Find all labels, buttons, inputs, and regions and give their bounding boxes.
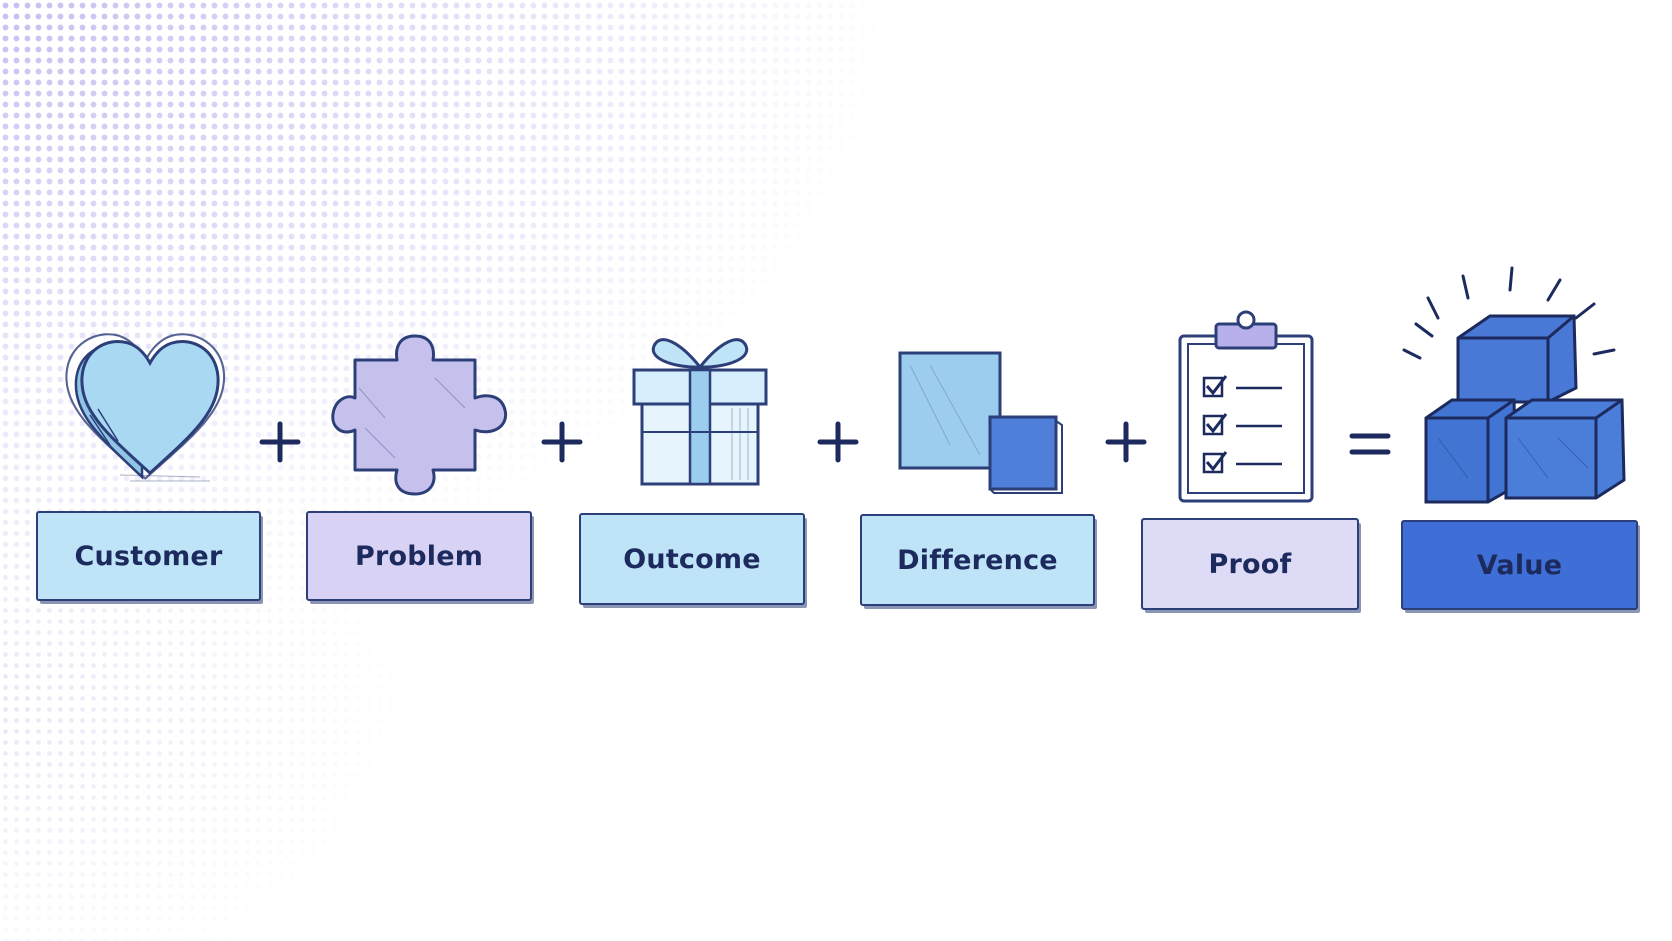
plus-operator-2 xyxy=(541,421,583,463)
clipboard-checklist-icon xyxy=(1178,310,1314,503)
label-difference-text: Difference xyxy=(897,544,1058,576)
equals-operator xyxy=(1349,433,1391,455)
label-problem-text: Problem xyxy=(354,540,484,572)
label-customer: Customer xyxy=(36,511,261,601)
gift-box-icon xyxy=(632,338,768,486)
label-value: Value xyxy=(1401,520,1638,610)
label-outcome: Outcome xyxy=(579,513,805,605)
plus-operator-1 xyxy=(259,421,301,463)
label-value-text: Value xyxy=(1476,549,1563,581)
stacked-cubes-icon xyxy=(1402,266,1626,504)
squares-icon xyxy=(898,351,1063,494)
puzzle-piece-icon xyxy=(331,334,508,496)
plus-operator-3 xyxy=(817,421,859,463)
heart-icon xyxy=(65,333,226,482)
label-problem: Problem xyxy=(306,511,532,601)
label-proof: Proof xyxy=(1141,518,1359,610)
plus-operator-4 xyxy=(1105,421,1147,463)
label-customer-text: Customer xyxy=(74,540,223,572)
label-outcome-text: Outcome xyxy=(623,543,761,575)
label-proof-text: Proof xyxy=(1208,548,1292,580)
label-difference: Difference xyxy=(860,514,1095,606)
